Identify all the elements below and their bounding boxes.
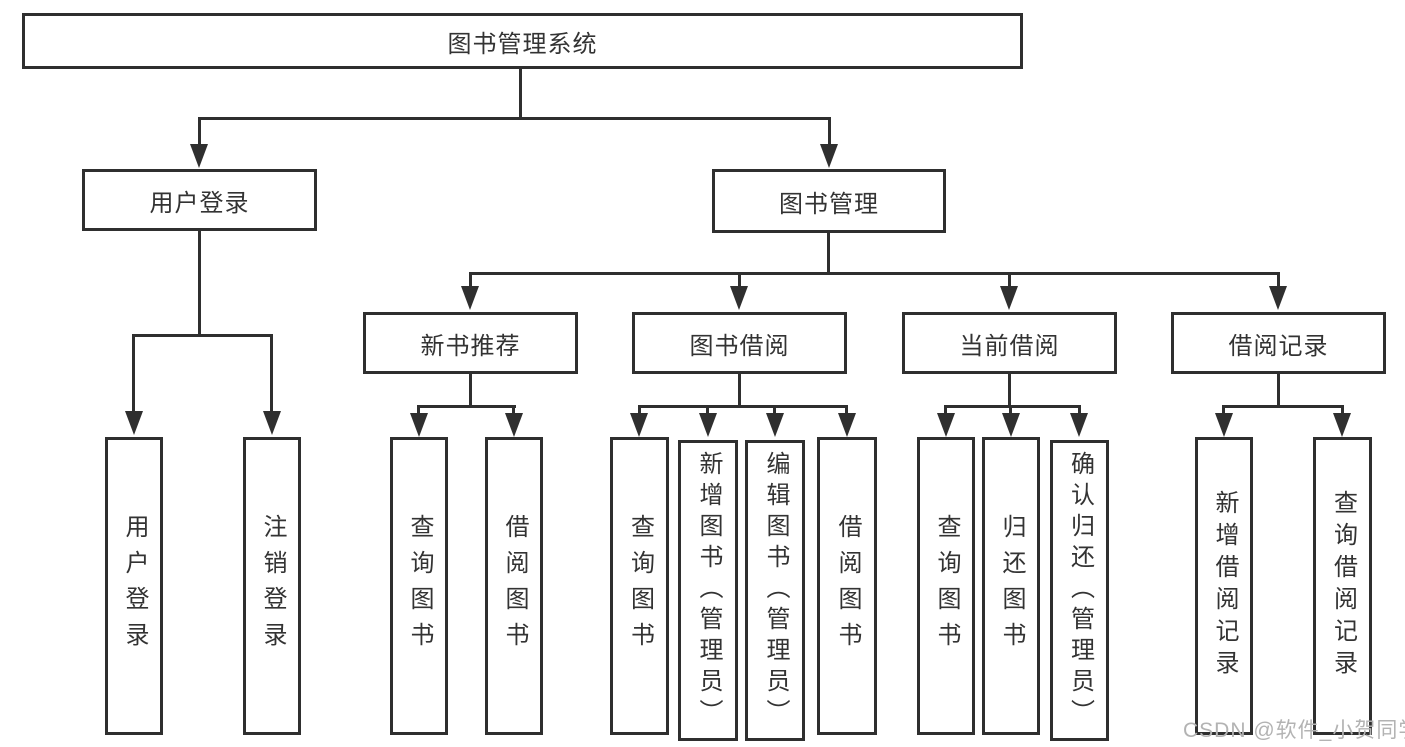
connector-drop (1222, 405, 1225, 419)
leaf-query-books-recommend: 查询图书 (390, 437, 448, 735)
connector-drop-book-mgmt (828, 117, 831, 150)
leaf-return-books: 归还图书 (982, 437, 1040, 735)
arrow-book-mgmt (820, 144, 838, 168)
connector-drop (706, 405, 709, 419)
arrow-current-borrow (1000, 286, 1018, 310)
arrow-leaf (1070, 413, 1088, 437)
leaf-edit-book-admin: 编辑图书（管理员） (745, 440, 805, 741)
arrow-leaf (1333, 413, 1351, 437)
arrow-leaf (699, 413, 717, 437)
leaf-add-book-admin: 新增图书（管理员） (678, 440, 738, 741)
connector-drop (1078, 405, 1081, 419)
arrow-leaf (766, 413, 784, 437)
connector-drop (845, 405, 848, 419)
connector-root-rail (198, 117, 831, 120)
connector-book-mgmt-rail (469, 272, 1280, 275)
connector-book-mgmt-stem (827, 233, 830, 274)
leaf-logout: 注销登录 (243, 437, 301, 735)
arrow-book-borrow (730, 286, 748, 310)
connector-borrow-records-stem (1277, 374, 1280, 407)
connector-drop (773, 405, 776, 419)
arrow-leaf (937, 413, 955, 437)
connector-book-borrow-rail (638, 405, 848, 408)
leaf-query-borrow-record: 查询借阅记录 (1313, 437, 1372, 735)
connector-new-book-stem (469, 374, 472, 407)
arrow-leaf (630, 413, 648, 437)
connector-drop-borrow-records (1277, 272, 1280, 292)
node-user-login: 用户登录 (82, 169, 317, 231)
connector-drop-leaf-login (132, 334, 135, 415)
connector-drop-leaf-logout (270, 334, 273, 415)
arrow-borrow-records (1269, 286, 1287, 310)
connector-drop-book-borrow (738, 272, 741, 292)
leaf-query-books-current: 查询图书 (917, 437, 975, 735)
connector-new-book-rail (417, 405, 516, 408)
connector-current-borrow-rail (944, 405, 1081, 408)
connector-root-stem (519, 69, 522, 120)
node-root-system: 图书管理系统 (22, 13, 1023, 69)
connector-drop-new-book (469, 272, 472, 292)
csdn-watermark: CSDN @软件_小贺同学 (1183, 719, 1405, 742)
node-book-management: 图书管理 (712, 169, 946, 233)
arrow-leaf (1215, 413, 1233, 437)
node-borrow-records: 借阅记录 (1171, 312, 1386, 374)
leaf-borrow-books: 借阅图书 (817, 437, 877, 735)
leaf-add-borrow-record: 新增借阅记录 (1195, 437, 1253, 735)
node-book-borrow: 图书借阅 (632, 312, 847, 374)
connector-drop-current-borrow (1008, 272, 1011, 292)
connector-drop (1341, 405, 1344, 419)
arrow-leaf (838, 413, 856, 437)
arrow-leaf (505, 413, 523, 437)
connector-user-login-rail (132, 334, 273, 337)
arrow-leaf-login (125, 411, 143, 435)
connector-drop (638, 405, 641, 419)
leaf-query-books-borrow: 查询图书 (610, 437, 669, 735)
connector-user-login-stem (198, 231, 201, 337)
leaf-user-login: 用户登录 (105, 437, 163, 735)
arrow-user-login (190, 144, 208, 168)
connector-book-borrow-stem (738, 374, 741, 407)
connector-drop (512, 405, 515, 419)
connector-borrow-records-rail (1222, 405, 1344, 408)
connector-drop-user-login (198, 117, 201, 150)
leaf-confirm-return-admin: 确认归还（管理员） (1050, 440, 1109, 741)
arrow-leaf-logout (263, 411, 281, 435)
arrow-new-book (461, 286, 479, 310)
node-current-borrow: 当前借阅 (902, 312, 1117, 374)
connector-drop (944, 405, 947, 419)
arrow-leaf (410, 413, 428, 437)
connector-drop (417, 405, 420, 419)
leaf-borrow-books-recommend: 借阅图书 (485, 437, 543, 735)
arrow-leaf (1002, 413, 1020, 437)
connector-drop (1009, 405, 1012, 419)
node-new-book-recommend: 新书推荐 (363, 312, 578, 374)
connector-current-borrow-stem (1008, 374, 1011, 407)
